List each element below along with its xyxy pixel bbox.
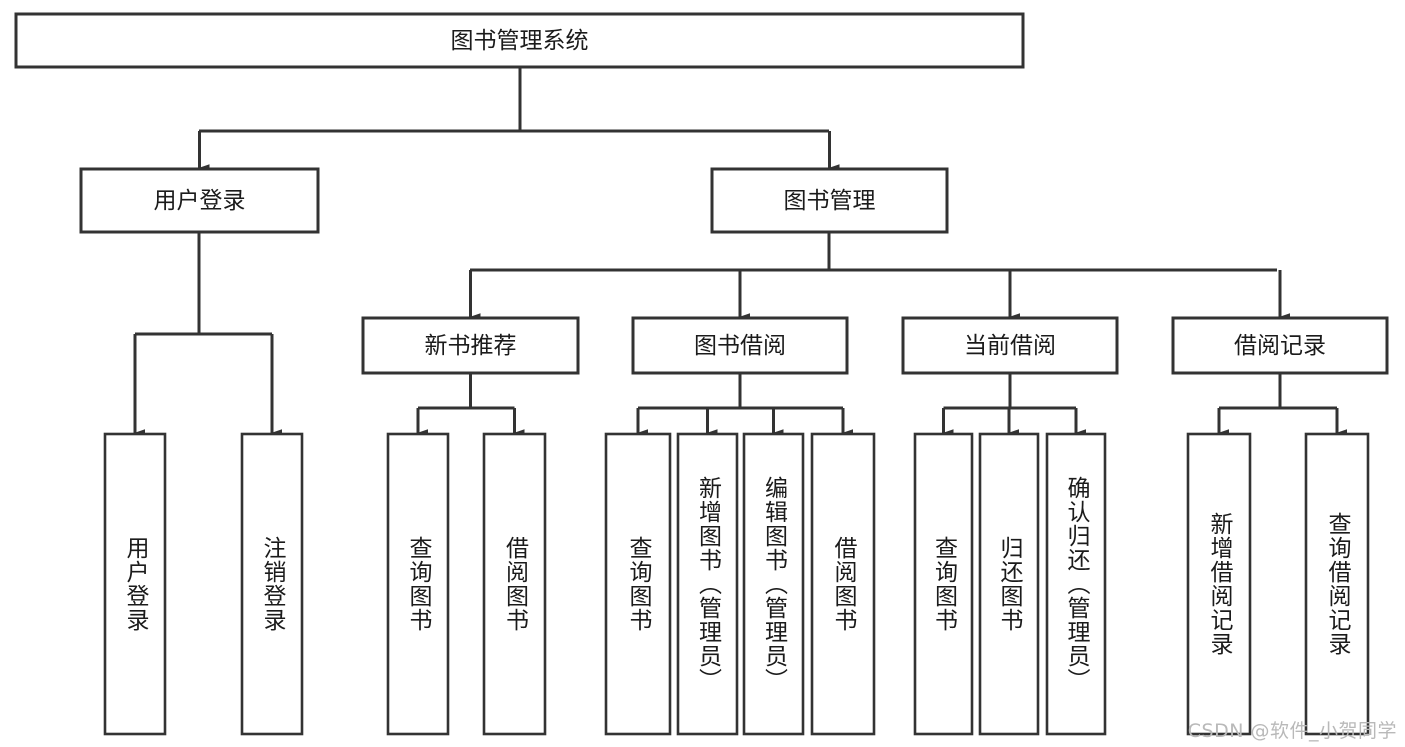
node-box-leaf-query-book-borrow[interactable] xyxy=(604,432,672,736)
node-box-leaf-return-book[interactable] xyxy=(978,432,1040,736)
node-box-leaf-user-logout[interactable] xyxy=(240,432,304,736)
node-label-borrow-record: 借阅记录 xyxy=(1234,333,1326,359)
node-box-leaf-add-book-admin[interactable] xyxy=(676,432,739,736)
node-box-borrow-record[interactable] xyxy=(1171,316,1389,375)
node-box-root[interactable] xyxy=(14,12,1025,69)
watermark-text: CSDN @软件_小贺同学 xyxy=(1187,720,1397,742)
node-box-leaf-query-book-current[interactable] xyxy=(913,432,974,736)
node-box-book-borrow[interactable] xyxy=(631,316,849,375)
node-box-new-book-recommend[interactable] xyxy=(361,316,580,375)
connector-layer xyxy=(133,67,1347,437)
node-box-leaf-user-login[interactable] xyxy=(103,432,167,736)
node-label-new-book-recommend: 新书推荐 xyxy=(425,333,517,359)
node-box-leaf-add-borrow-record[interactable] xyxy=(1186,432,1252,736)
node-box-leaf-borrow-book-rec[interactable] xyxy=(482,432,547,736)
node-label-book-manage: 图书管理 xyxy=(784,188,876,214)
node-box-leaf-borrow-book[interactable] xyxy=(810,432,876,736)
node-box-leaf-query-book-rec[interactable] xyxy=(386,432,450,736)
node-label-root: 图书管理系统 xyxy=(451,28,589,54)
node-label-user-login: 用户登录 xyxy=(154,188,246,214)
node-label-current-borrow: 当前借阅 xyxy=(964,333,1056,359)
node-box-user-login[interactable] xyxy=(79,167,320,234)
node-box-book-manage[interactable] xyxy=(710,167,949,234)
node-box-current-borrow[interactable] xyxy=(901,316,1119,375)
node-box-layer xyxy=(14,12,1389,736)
node-box-leaf-query-borrow-record[interactable] xyxy=(1304,432,1370,736)
node-label-book-borrow: 图书借阅 xyxy=(694,333,786,359)
node-box-leaf-edit-book-admin[interactable] xyxy=(742,432,805,736)
node-box-leaf-confirm-return-admin[interactable] xyxy=(1045,432,1107,736)
